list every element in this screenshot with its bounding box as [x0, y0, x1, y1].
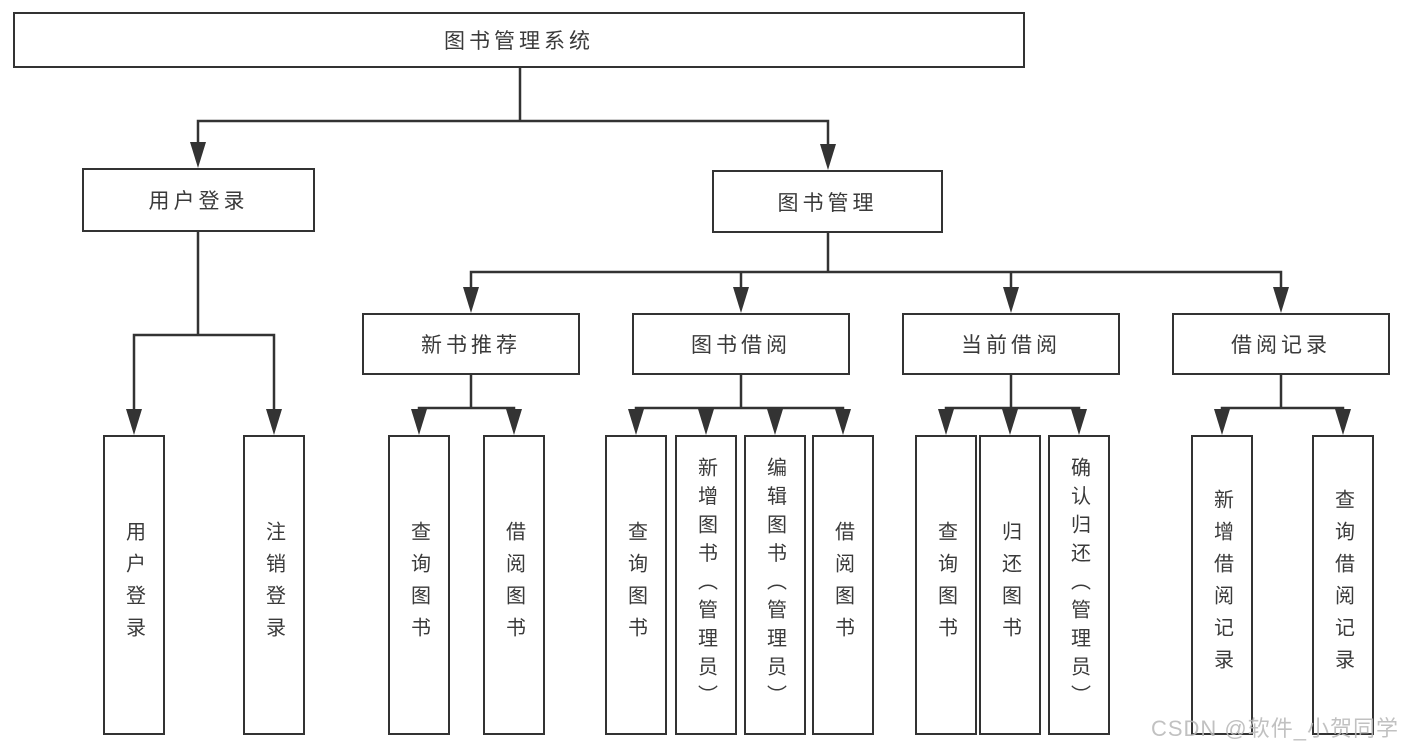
- node-label: 用户登录: [122, 521, 145, 649]
- node-label: 注销登录: [262, 521, 285, 649]
- arrow-down-icon: [190, 142, 206, 168]
- arrow-down-icon: [1214, 409, 1230, 435]
- leaf-query-books-recommend: 查询图书: [388, 435, 450, 735]
- arrow-down-icon: [411, 409, 427, 435]
- node-book-borrowing: 图书借阅: [632, 313, 850, 375]
- arrow-down-icon: [938, 409, 954, 435]
- leaf-add-books-admin: 新增图书（管理员）: [675, 435, 737, 735]
- node-book-management: 图书管理: [712, 170, 943, 233]
- arrow-down-icon: [1002, 409, 1018, 435]
- arrow-down-icon: [835, 409, 851, 435]
- arrow-down-icon: [126, 409, 142, 435]
- node-label: 新增图书（管理员）: [694, 457, 717, 713]
- node-label: 查询图书: [934, 521, 957, 649]
- node-label: 图书借阅: [691, 334, 791, 357]
- leaf-logout: 注销登录: [243, 435, 305, 735]
- node-label: 借阅记录: [1231, 334, 1331, 357]
- connector-root-to-level2: [190, 66, 836, 170]
- arrow-down-icon: [820, 144, 836, 170]
- leaf-user-login: 用户登录: [103, 435, 165, 735]
- node-label: 查询图书: [407, 521, 430, 649]
- node-label: 新书推荐: [421, 334, 521, 357]
- connector-new-book-recommendation-children: [411, 373, 522, 435]
- arrow-down-icon: [698, 409, 714, 435]
- arrow-down-icon: [1071, 409, 1087, 435]
- node-label: 图书管理系统: [444, 30, 594, 53]
- node-user-login: 用户登录: [82, 168, 315, 232]
- leaf-confirm-return-admin: 确认归还（管理员）: [1048, 435, 1110, 735]
- node-label: 编辑图书（管理员）: [763, 457, 786, 713]
- connector-book-borrowing-children: [628, 373, 851, 435]
- node-current-borrowing: 当前借阅: [902, 313, 1120, 375]
- arrow-down-icon: [266, 409, 282, 435]
- node-label: 当前借阅: [961, 334, 1061, 357]
- leaf-query-borrow-record: 查询借阅记录: [1312, 435, 1374, 735]
- connector-book-management-children: [463, 231, 1289, 313]
- node-label: 借阅图书: [502, 521, 525, 649]
- node-label: 查询借阅记录: [1331, 489, 1354, 681]
- node-borrowing-records: 借阅记录: [1172, 313, 1390, 375]
- node-label: 查询图书: [624, 521, 647, 649]
- leaf-return-books: 归还图书: [979, 435, 1041, 735]
- arrow-down-icon: [1335, 409, 1351, 435]
- arrow-down-icon: [506, 409, 522, 435]
- watermark: CSDN @软件_小贺同学: [1150, 716, 1399, 741]
- arrow-down-icon: [628, 409, 644, 435]
- leaf-add-borrow-record: 新增借阅记录: [1191, 435, 1253, 735]
- node-label: 用户登录: [148, 190, 249, 213]
- node-label: 图书管理: [777, 191, 878, 215]
- arrow-down-icon: [463, 287, 479, 313]
- node-new-book-recommendation: 新书推荐: [362, 313, 580, 375]
- arrow-down-icon: [767, 409, 783, 435]
- node-label: 新增借阅记录: [1210, 489, 1233, 681]
- connector-user-login-children: [126, 230, 282, 435]
- node-label: 归还图书: [998, 521, 1021, 649]
- node-root-system: 图书管理系统: [13, 12, 1025, 68]
- node-label: 借阅图书: [831, 521, 854, 649]
- arrow-down-icon: [1003, 287, 1019, 313]
- leaf-query-books-current: 查询图书: [915, 435, 977, 735]
- arrow-down-icon: [733, 287, 749, 313]
- arrow-down-icon: [1273, 287, 1289, 313]
- connector-current-borrowing-children: [938, 373, 1087, 435]
- node-label: 确认归还（管理员）: [1067, 457, 1090, 713]
- leaf-borrow-books: 借阅图书: [812, 435, 874, 735]
- leaf-edit-books-admin: 编辑图书（管理员）: [744, 435, 806, 735]
- leaf-borrow-books-recommend: 借阅图书: [483, 435, 545, 735]
- connector-borrowing-records-children: [1214, 373, 1351, 435]
- leaf-query-books-borrowing: 查询图书: [605, 435, 667, 735]
